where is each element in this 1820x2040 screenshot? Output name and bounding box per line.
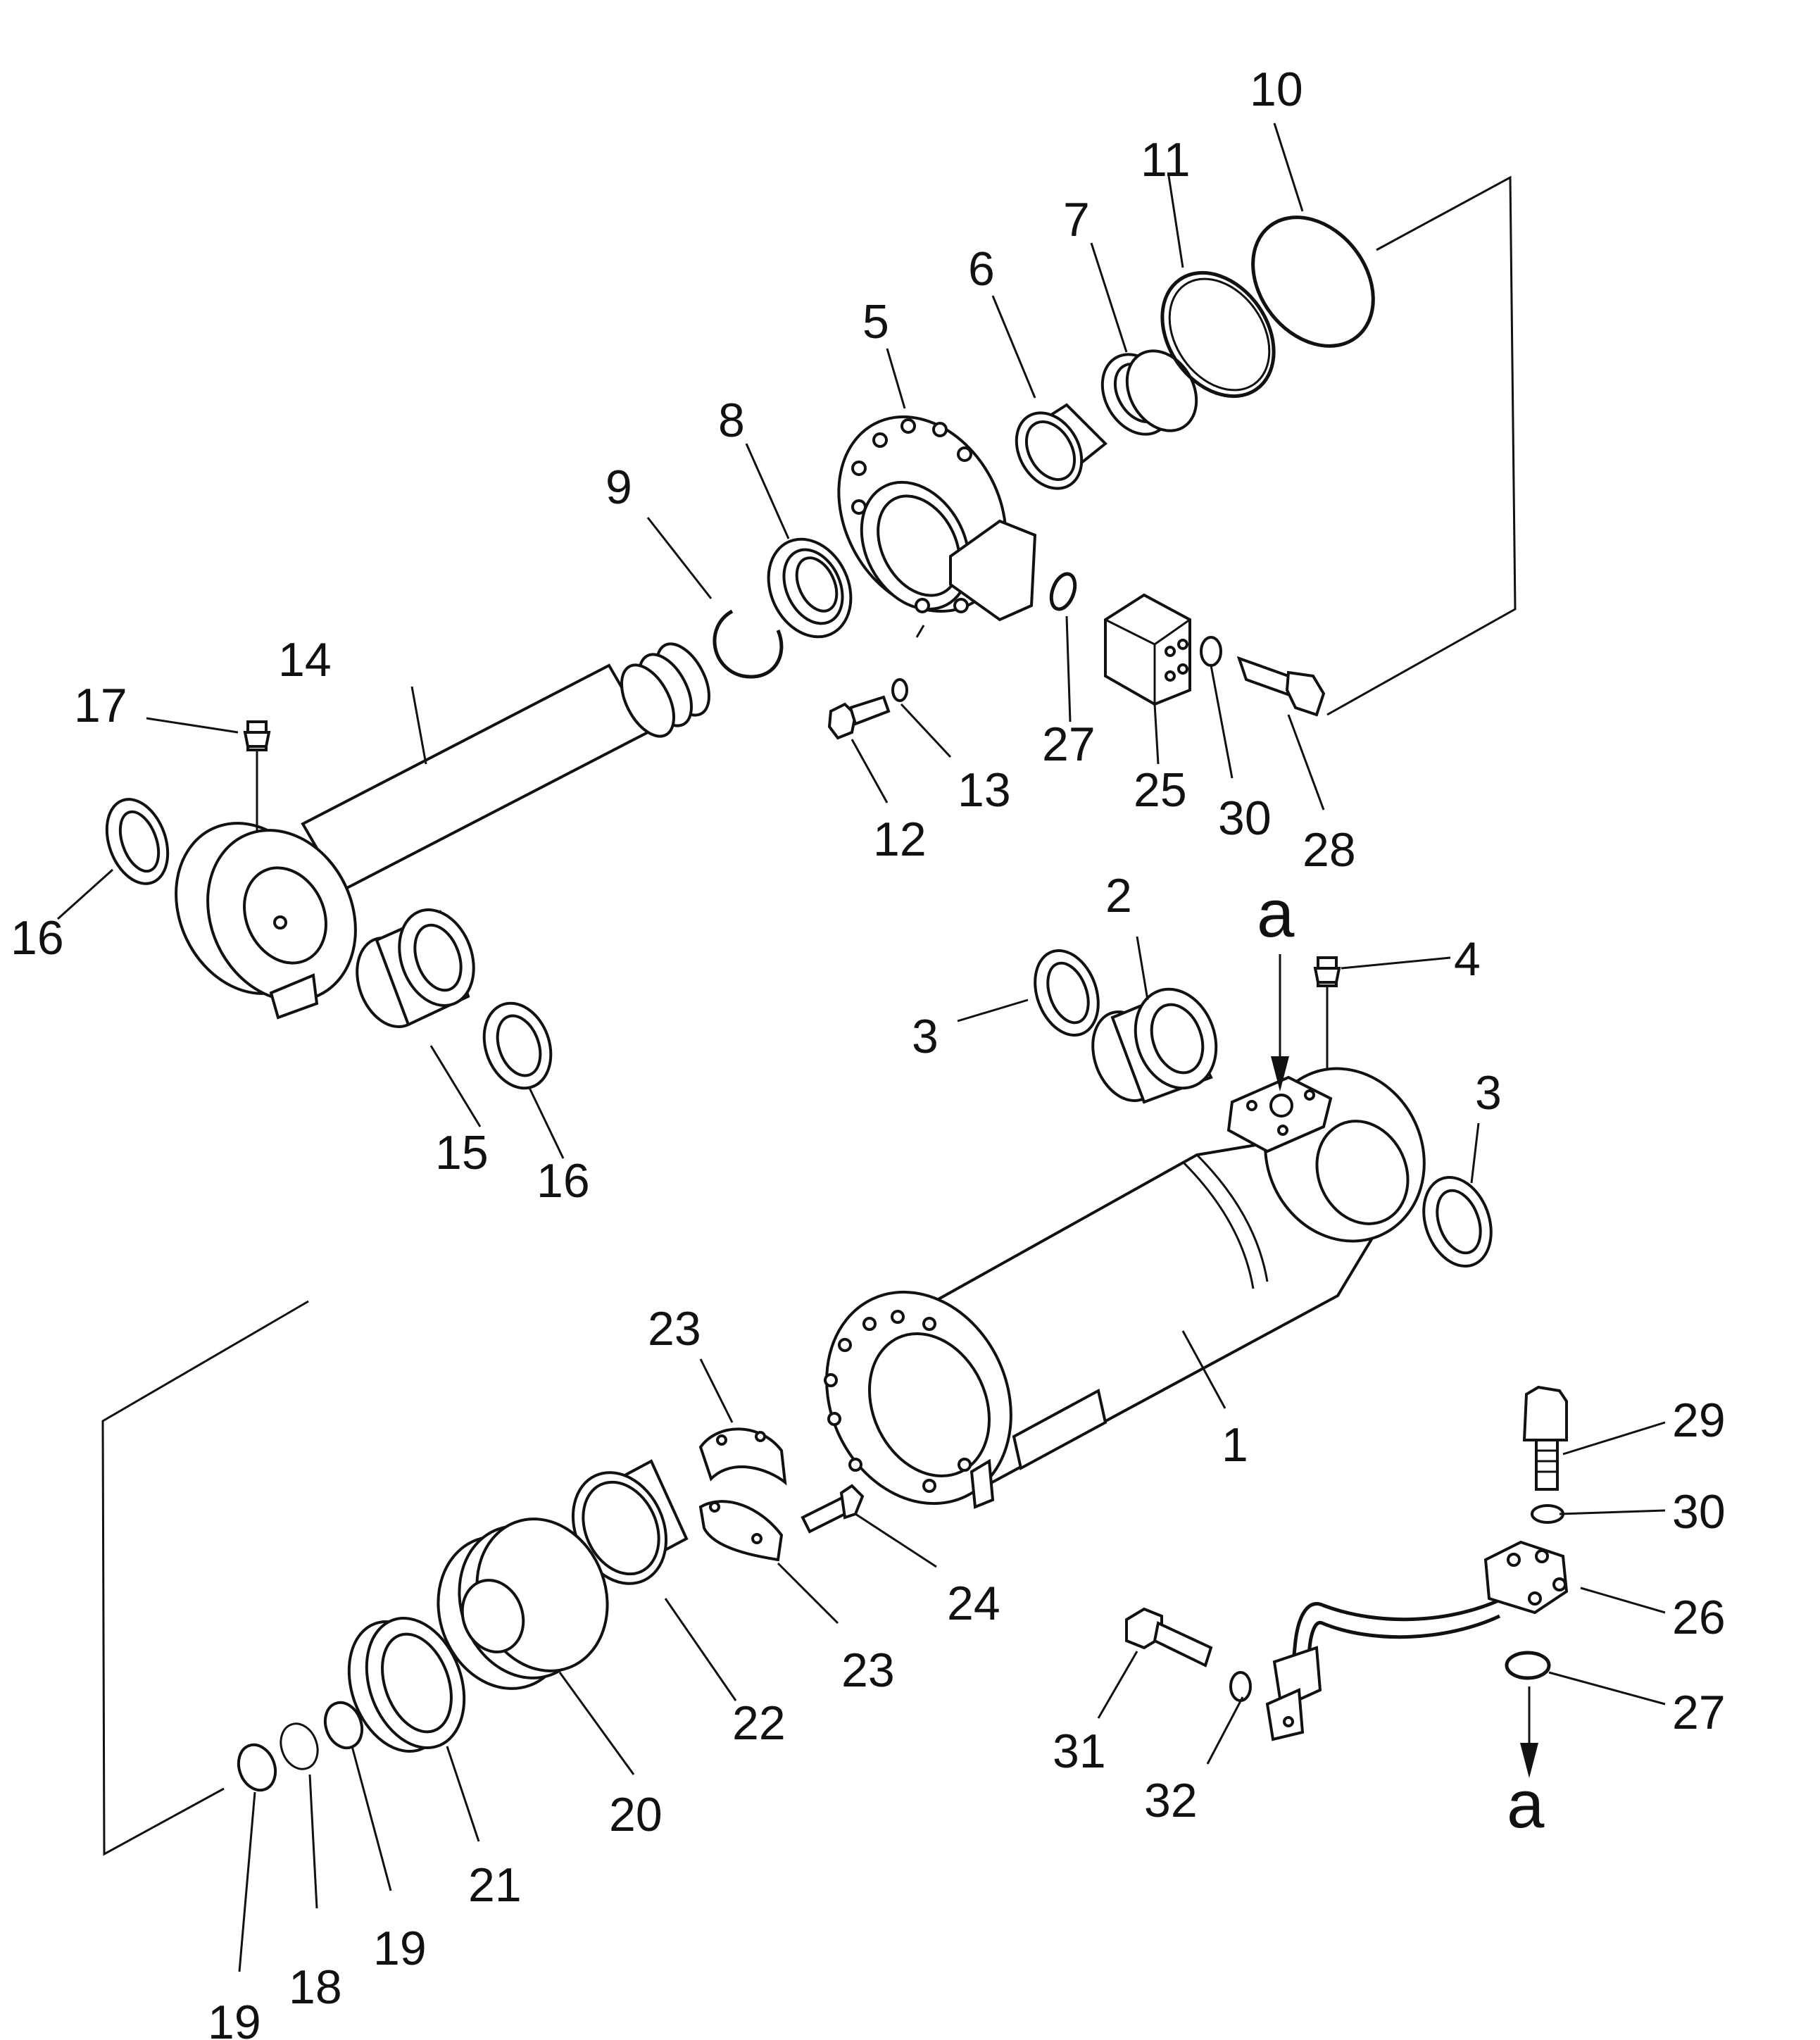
callout-28: 28	[1303, 823, 1356, 877]
callout-10: 10	[1250, 63, 1303, 116]
o-ring-27-top	[1049, 572, 1077, 611]
callout-26: 26	[1672, 1591, 1726, 1644]
reference-arrows	[1271, 954, 1538, 1778]
buffer-ring-7	[1100, 349, 1198, 436]
bolt-24	[801, 1484, 865, 1534]
piston-seal-21	[347, 1617, 466, 1753]
cylinder-head-5	[837, 415, 1037, 622]
callout-6: 6	[968, 242, 995, 296]
callout-18: 18	[289, 1960, 342, 2014]
pipe-26	[1265, 1540, 1569, 1741]
bushing-6	[1015, 403, 1107, 490]
leader-lines	[56, 123, 1666, 1972]
reference-a-top: a	[1257, 876, 1295, 951]
callout-16-left: 16	[11, 911, 64, 965]
callout-31: 31	[1053, 1725, 1106, 1778]
callout-9: 9	[605, 461, 632, 514]
connection-lines	[101, 175, 1517, 1856]
bolt-28	[1236, 656, 1326, 717]
callout-23-upper: 23	[648, 1302, 701, 1356]
o-ring-11	[1160, 270, 1276, 399]
grease-fitting-17	[243, 720, 271, 831]
bushing-2	[1091, 987, 1218, 1104]
callout-5: 5	[862, 295, 889, 349]
callout-14: 14	[278, 633, 332, 687]
washer-32	[1229, 1671, 1252, 1702]
cylinder-tube-1	[824, 1067, 1426, 1509]
callout-11: 11	[1141, 133, 1191, 187]
backup-ring-10	[1251, 215, 1375, 348]
bolt-12	[827, 695, 891, 740]
reference-a-bottom: a	[1507, 1767, 1545, 1842]
bolt-29	[1522, 1385, 1568, 1491]
callout-20: 20	[609, 1788, 663, 1841]
bolt-31	[1125, 1607, 1213, 1667]
callout-8: 8	[718, 394, 745, 447]
callout-3-left: 3	[912, 1010, 939, 1063]
dust-seal-3-right	[1422, 1176, 1493, 1268]
callout-labels: 10 11 7 6 5 8 9 14 17 16 15 16 13 12 27 …	[11, 63, 1726, 2040]
callout-21: 21	[468, 1858, 522, 1912]
callout-24: 24	[947, 1577, 1000, 1630]
piston-rod	[175, 642, 710, 1020]
dust-seal-16-right	[482, 1001, 553, 1090]
grease-fitting-4	[1313, 956, 1341, 1070]
washer-30-top	[1200, 636, 1222, 667]
washer-13	[891, 678, 908, 702]
callout-16-right: 16	[536, 1154, 590, 1208]
callout-32: 32	[1144, 1774, 1198, 1827]
callout-19-left: 19	[208, 1996, 261, 2040]
callout-22: 22	[732, 1696, 786, 1750]
block-25	[1104, 593, 1191, 706]
bearing-8	[767, 537, 853, 639]
bushing-15	[356, 908, 475, 1028]
callout-29: 29	[1672, 1394, 1726, 1447]
snap-ring-9	[713, 609, 784, 679]
callout-25: 25	[1134, 763, 1187, 817]
callout-19-right: 19	[373, 1922, 427, 1975]
split-ring-23-lower	[698, 1500, 784, 1562]
dust-seal-16-left	[105, 798, 170, 885]
callout-15: 15	[435, 1126, 489, 1179]
split-ring-23-upper	[698, 1427, 787, 1486]
callout-7: 7	[1063, 193, 1090, 246]
callout-2: 2	[1105, 869, 1132, 922]
callout-23-lower: 23	[841, 1644, 895, 1697]
callout-3-right: 3	[1475, 1066, 1502, 1120]
piston-20	[437, 1518, 609, 1690]
callout-27-top: 27	[1042, 718, 1096, 771]
callout-4: 4	[1454, 932, 1481, 986]
callout-17: 17	[74, 679, 127, 732]
wear-ring-22	[571, 1459, 689, 1585]
ring-18	[280, 1722, 319, 1770]
callout-30-bottom: 30	[1672, 1485, 1726, 1539]
callout-30-top: 30	[1218, 791, 1272, 845]
dust-seal-3-left	[1034, 949, 1100, 1037]
callout-13: 13	[958, 763, 1011, 817]
washer-30-bottom	[1531, 1504, 1564, 1524]
o-ring-27-bottom	[1505, 1651, 1551, 1680]
ring-19-left	[237, 1743, 277, 1792]
callout-27-bottom: 27	[1672, 1686, 1726, 1739]
callout-12: 12	[873, 813, 927, 866]
callout-1: 1	[1222, 1418, 1248, 1472]
